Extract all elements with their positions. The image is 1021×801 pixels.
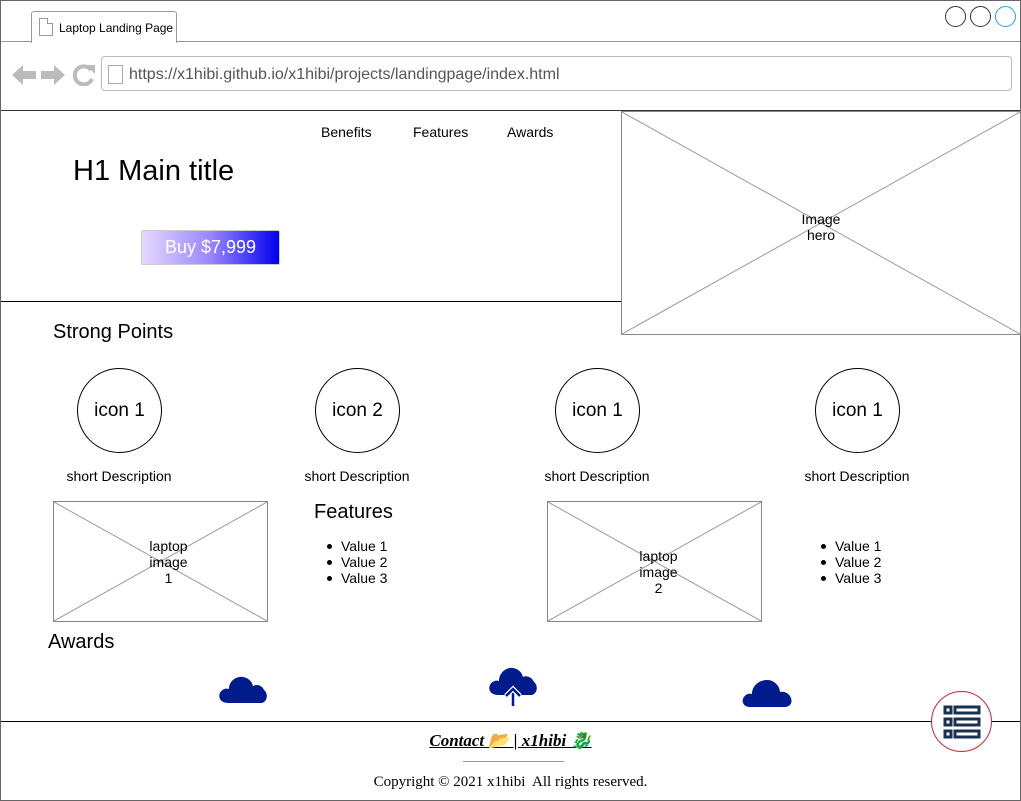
site-header: Benefits Features Awards H1 Main title B… <box>1 111 621 302</box>
list-item: Value 3 <box>815 570 881 586</box>
strong-point-description: short Description <box>66 468 172 484</box>
footer-divider <box>463 761 564 762</box>
laptop1-label-line: image <box>149 554 188 570</box>
url-text[interactable]: https://x1hibi.github.io/x1hibi/projects… <box>129 66 560 83</box>
browser-tab[interactable]: Laptop Landing Page <box>31 11 177 43</box>
list-item: Value 2 <box>815 554 881 570</box>
strong-point-icon: icon 1 <box>77 368 162 453</box>
list-item: Value 3 <box>321 570 387 586</box>
strong-point-icon: icon 1 <box>815 368 900 453</box>
strong-point-description: short Description <box>544 468 650 484</box>
laptop1-label-line: laptop <box>149 538 188 554</box>
laptop2-label-line: laptop <box>639 548 678 564</box>
features-list-2: Value 1 Value 2 Value 3 <box>815 538 881 586</box>
laptop1-label-line: 1 <box>164 570 173 586</box>
nav-link-awards[interactable]: Awards <box>507 124 554 140</box>
address-bar[interactable]: https://x1hibi.github.io/x1hibi/projects… <box>101 56 1012 91</box>
laptop2-label-line: 2 <box>654 580 663 596</box>
window-close-button[interactable] <box>995 6 1016 27</box>
tab-title: Laptop Landing Page <box>59 21 174 35</box>
strong-point-description: short Description <box>304 468 410 484</box>
features-title: Features <box>314 501 393 523</box>
laptop-image-2: laptop image 2 <box>547 501 762 622</box>
window-maximize-button[interactable] <box>970 6 991 27</box>
strong-point-icon: icon 2 <box>315 368 400 453</box>
page-title: H1 Main title <box>73 155 235 187</box>
address-bar-row: https://x1hibi.github.io/x1hibi/projects… <box>1 42 1020 111</box>
awards-title: Awards <box>48 631 115 653</box>
cloud-upload-icon <box>489 667 537 706</box>
image-placeholder-cross <box>54 502 267 621</box>
buy-button[interactable]: Buy $7,999 <box>141 230 280 265</box>
strong-point-icon: icon 1 <box>555 368 640 453</box>
reload-icon[interactable] <box>72 64 96 86</box>
forward-arrow-icon[interactable] <box>41 64 65 86</box>
hero-image: Image hero <box>621 111 1021 335</box>
cloud-icon <box>219 676 267 703</box>
strong-point-description: short Description <box>804 468 910 484</box>
features-list: Value 1 Value 2 Value 3 <box>321 538 387 586</box>
list-icon <box>943 705 981 739</box>
copyright-text: Copyright © 2021 x1hibi All rights reser… <box>373 774 648 790</box>
image-placeholder-cross <box>548 502 761 621</box>
contact-link[interactable]: Contact 📂 | x1hibi 🐉 <box>429 731 592 750</box>
menu-button[interactable] <box>931 691 992 752</box>
back-arrow-icon[interactable] <box>12 64 36 86</box>
list-item: Value 1 <box>321 538 387 554</box>
hero-label-line: hero <box>806 227 836 243</box>
window-minimize-button[interactable] <box>945 6 966 27</box>
page-icon <box>39 18 53 36</box>
nav-link-benefits[interactable]: Benefits <box>321 124 372 140</box>
site-footer: Contact 📂 | x1hibi 🐉 Copyright © 2021 x1… <box>1 721 1020 801</box>
laptop2-label-line: image <box>639 564 678 580</box>
laptop-image-1: laptop image 1 <box>53 501 268 622</box>
cloud-icon <box>742 680 792 707</box>
image-placeholder-cross <box>622 112 1020 334</box>
nav-link-features[interactable]: Features <box>413 124 469 140</box>
strong-points-title: Strong Points <box>53 321 174 343</box>
page-icon <box>108 65 123 84</box>
hero-label-line: Image <box>801 211 841 227</box>
list-item: Value 2 <box>321 554 387 570</box>
tab-bar: Laptop Landing Page <box>1 1 1020 43</box>
list-item: Value 1 <box>815 538 881 554</box>
